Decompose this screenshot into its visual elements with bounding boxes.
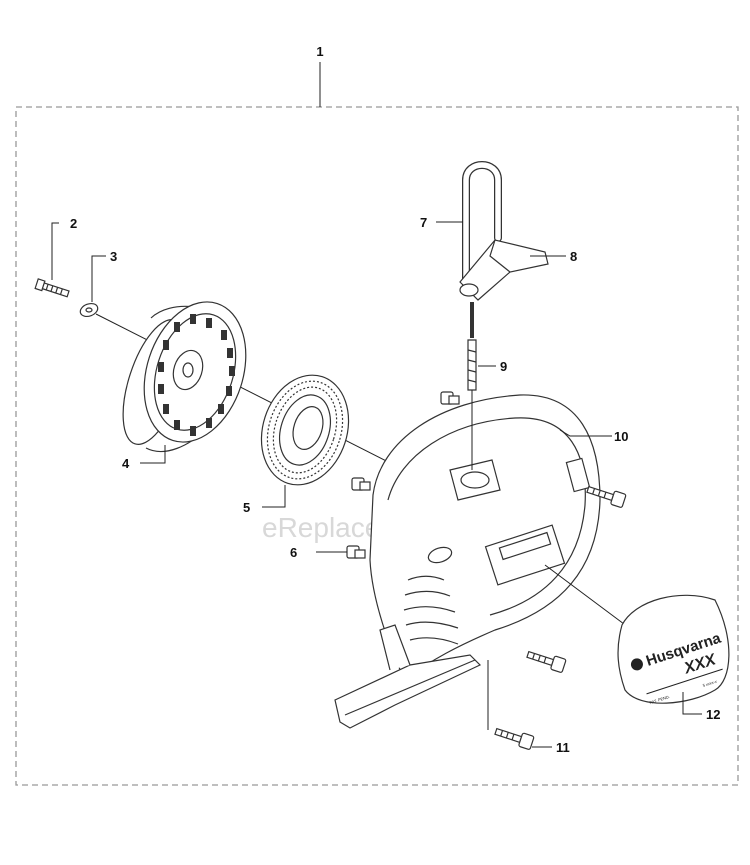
svg-text:10: 10	[614, 429, 628, 444]
svg-text:8: 8	[570, 249, 577, 264]
callout-7[interactable]: 7	[420, 215, 463, 230]
callout-3[interactable]: 3	[91, 249, 117, 302]
bushing-part-6b[interactable]	[351, 477, 371, 491]
callout-10[interactable]: 10	[559, 429, 628, 444]
callout-9[interactable]: 9	[478, 359, 507, 374]
rope-pulley-part-4[interactable]	[110, 289, 263, 456]
decal-part-12[interactable]: Husqvarna XXX PAT. PEND. 5 xxxx-x	[617, 594, 734, 707]
screw-part-2[interactable]	[34, 278, 70, 299]
svg-text:3: 3	[110, 249, 117, 264]
starter-rope-part-7[interactable]	[462, 161, 502, 296]
husqvarna-logo-icon	[630, 658, 643, 671]
svg-text:1: 1	[316, 44, 323, 59]
svg-text:2: 2	[70, 216, 77, 231]
callout-8[interactable]: 8	[530, 249, 577, 264]
callout-12[interactable]: 12	[682, 692, 720, 722]
callout-2[interactable]: 2	[51, 216, 77, 280]
callout-6[interactable]: 6	[290, 545, 347, 560]
starter-housing-part-10[interactable]	[334, 394, 601, 729]
svg-text:5: 5	[243, 500, 250, 515]
bushing-part-6a[interactable]	[440, 391, 460, 405]
svg-text:4: 4	[122, 456, 130, 471]
rope-end-part-9[interactable]	[467, 302, 477, 470]
svg-text:11: 11	[556, 740, 570, 755]
svg-text:9: 9	[500, 359, 507, 374]
recoil-spring-part-5[interactable]	[248, 364, 362, 496]
washer-part-3[interactable]	[78, 301, 99, 318]
callout-11[interactable]: 11	[532, 740, 570, 755]
decal-small-right: 5 xxxx-x	[702, 679, 717, 688]
screw-part-11a[interactable]	[586, 483, 627, 508]
bushing-part-6c[interactable]	[346, 545, 366, 559]
svg-text:7: 7	[420, 215, 427, 230]
svg-text:6: 6	[290, 545, 297, 560]
callout-4[interactable]: 4	[122, 445, 166, 471]
assembly-frame	[15, 106, 739, 786]
callout-5[interactable]: 5	[243, 485, 286, 515]
decal-small-left: PAT. PEND.	[649, 694, 671, 705]
starter-handle-part-8[interactable]	[459, 239, 549, 301]
svg-text:12: 12	[706, 707, 720, 722]
callout-1[interactable]: 1	[316, 44, 324, 107]
screw-part-11b[interactable]	[526, 648, 567, 673]
screw-part-11c[interactable]	[494, 725, 535, 750]
